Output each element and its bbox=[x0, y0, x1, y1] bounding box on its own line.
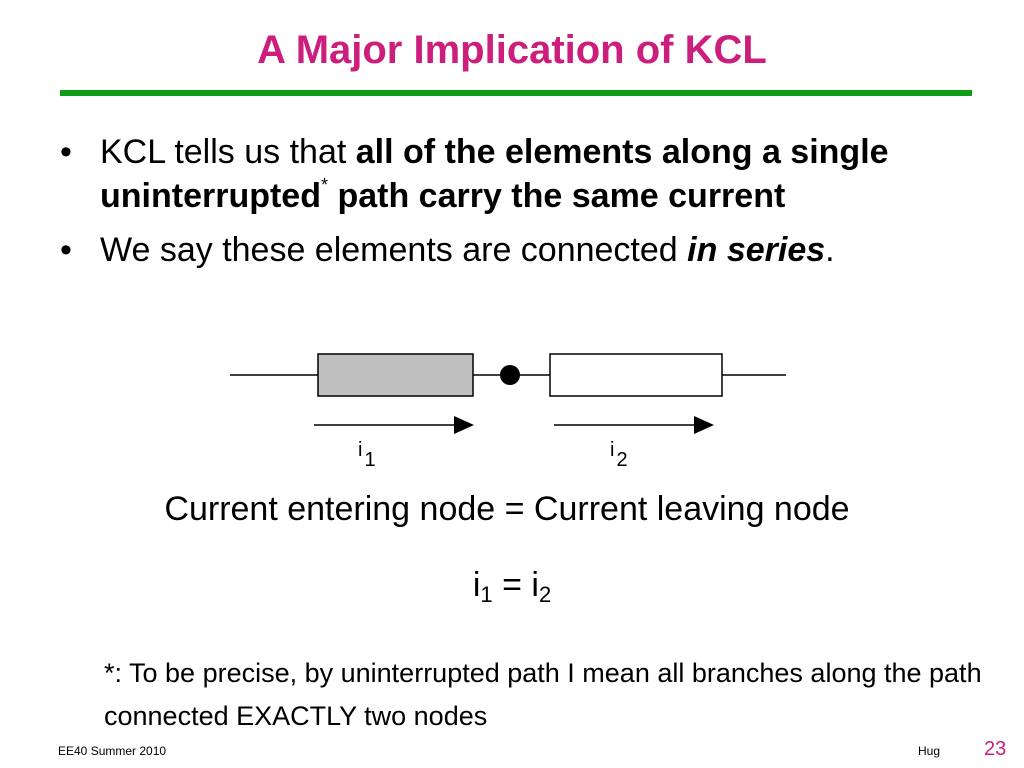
equation-lhs-subscript: 1 bbox=[480, 582, 493, 607]
bullet-marker: • bbox=[60, 231, 72, 269]
bullet-lead-text: We say these elements are connected bbox=[100, 231, 688, 269]
arrowhead-1 bbox=[454, 416, 474, 434]
circuit-element-1 bbox=[317, 353, 474, 397]
footnote-marker: * bbox=[320, 175, 328, 195]
bullet-marker: • bbox=[60, 133, 72, 171]
circuit-element-2 bbox=[549, 353, 723, 397]
current-label-2-subscript: 2 bbox=[616, 449, 627, 471]
current-equation: i1 = i2 bbox=[472, 566, 552, 607]
bullet-item-kcl: • KCL tells us that all of the elements … bbox=[58, 130, 938, 218]
kcl-statement: Current entering node = Current leaving … bbox=[164, 490, 850, 528]
slide-title: A Major Implication of KCL bbox=[257, 28, 767, 72]
bullet-lead-text: KCL tells us that bbox=[100, 133, 356, 171]
current-label-1-subscript: 1 bbox=[364, 449, 375, 471]
bullet-trailing-text: . bbox=[825, 231, 835, 269]
page-number: 23 bbox=[984, 738, 1007, 760]
footer-course: EE40 Summer 2010 bbox=[58, 744, 167, 758]
title-divider bbox=[60, 90, 972, 96]
bullet-emphasis-text: in series bbox=[687, 231, 826, 269]
bullet-bold-text: all of the elements along a single unint… bbox=[100, 133, 889, 215]
arrowhead-2 bbox=[694, 416, 714, 434]
footnote: *: To be precise, by uninterrupted path … bbox=[104, 658, 982, 731]
bullet-list: • KCL tells us that all of the elements … bbox=[58, 130, 938, 282]
equation-rhs-subscript: 2 bbox=[538, 582, 552, 607]
bullet-bold-text-continued: path carry the same current bbox=[328, 177, 786, 215]
bullet-item-series: • We say these elements are connected in… bbox=[58, 228, 938, 272]
circuit-node bbox=[500, 365, 520, 385]
footer-author: Hug bbox=[918, 744, 941, 758]
